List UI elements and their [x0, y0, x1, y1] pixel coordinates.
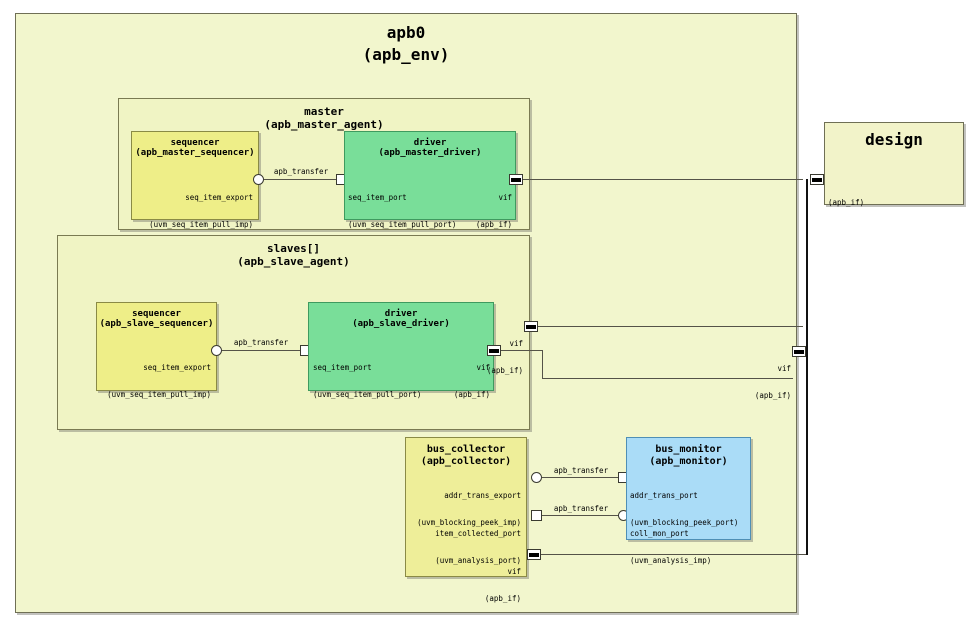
- slave-agent-subtitle: (apb_slave_agent): [237, 255, 350, 268]
- bus-monitor-box[interactable]: bus_monitor (apb_monitor): [626, 437, 751, 540]
- slave-seq-item-export-connector[interactable]: [211, 345, 222, 356]
- collector-item-collected-port-label: item_collected_port (uvm_analysis_port): [435, 529, 521, 565]
- collector-to-monitor-wire-top: [542, 477, 619, 478]
- bus-collector-title: bus_collector: [426, 444, 506, 455]
- slave-driver-vif-connector[interactable]: [487, 345, 501, 356]
- master-driver-vif-label: vif (apb_if): [475, 193, 512, 229]
- master-agent-title: master: [304, 105, 344, 118]
- monitor-addr-trans-port-label: addr_trans_port (uvm_blocking_peek_port): [630, 491, 739, 527]
- slave-driver-vif-wire-seg2: [542, 350, 543, 379]
- collector-to-monitor-wire-bottom: [542, 515, 619, 516]
- master-sequencer-subtitle: (apb_master_sequencer): [135, 148, 255, 158]
- master-driver-subtitle: (apb_master_driver): [378, 148, 482, 158]
- slave-sequencer-title: sequencer: [132, 309, 181, 319]
- master-apb-transfer-label: apb_transfer: [273, 167, 329, 176]
- slave-driver-box[interactable]: driver (apb_slave_driver): [308, 302, 494, 391]
- slave-driver-port-label: seq_item_port (uvm_seq_item_pull_port): [313, 363, 422, 399]
- collector-vif-connector[interactable]: [527, 549, 541, 560]
- master-agent-subtitle: (apb_master_agent): [264, 118, 384, 131]
- slave-driver-title: driver: [384, 309, 418, 319]
- slave-apb-transfer-label: apb_transfer: [233, 338, 289, 347]
- collector-addr-trans-export-connector[interactable]: [531, 472, 542, 483]
- design-box[interactable]: design: [824, 122, 964, 205]
- bus-monitor-subtitle: (apb_monitor): [649, 456, 728, 467]
- bus-monitor-title: bus_monitor: [655, 444, 722, 455]
- slave-agent-vif-lower-connector[interactable]: [792, 346, 806, 357]
- bus-collector-subtitle: (apb_collector): [420, 456, 512, 467]
- env-subtitle: (apb_env): [362, 45, 450, 64]
- collector-addr-trans-export-label: addr_trans_export (uvm_blocking_peek_imp…: [417, 491, 521, 527]
- master-sequencer-port-label: seq_item_export (uvm_seq_item_pull_imp): [149, 193, 253, 229]
- slave-driver-subtitle: (apb_slave_driver): [352, 319, 450, 329]
- master-driver-box[interactable]: driver (apb_master_driver): [344, 131, 516, 220]
- collector-item-collected-port-connector[interactable]: [531, 510, 542, 521]
- slave-agent-vif-upper-connector[interactable]: [524, 321, 538, 332]
- design-vif-connector[interactable]: [810, 174, 824, 185]
- design-bus-trunk: [806, 179, 808, 355]
- collector-monitor-transfer-label-top: apb_transfer: [553, 466, 609, 475]
- master-seq-to-drv-wire: [264, 179, 337, 180]
- design-vif-label: (apb_if): [828, 198, 865, 207]
- collector-vif-label: vif (apb_if): [484, 567, 521, 603]
- master-vif-wire: [523, 179, 803, 180]
- bus-collector-box[interactable]: bus_collector (apb_collector): [405, 437, 527, 577]
- slave-seq-to-drv-wire: [222, 350, 300, 351]
- env-title: apb0: [386, 23, 426, 42]
- design-bus-trunk-lower: [806, 351, 808, 555]
- slave-sequencer-box[interactable]: sequencer (apb_slave_sequencer): [96, 302, 217, 391]
- master-sequencer-box[interactable]: sequencer (apb_master_sequencer): [131, 131, 259, 220]
- slave-agent-vif-upper-wire: [538, 326, 803, 327]
- design-title: design: [865, 130, 923, 149]
- collector-vif-wire: [541, 554, 807, 555]
- slave-driver-vif-wire-seg1: [501, 350, 543, 351]
- slave-sequencer-port-label: seq_item_export (uvm_seq_item_pull_imp): [107, 363, 211, 399]
- master-driver-title: driver: [413, 138, 447, 148]
- monitor-coll-mon-port-label: coll_mon_port (uvm_analysis_imp): [630, 529, 712, 565]
- slave-agent-vif-lower-label: vif (apb_if): [754, 364, 791, 400]
- slave-driver-vif-label: vif (apb_if): [453, 363, 490, 399]
- master-driver-vif-connector[interactable]: [509, 174, 523, 185]
- slave-agent-title: slaves[]: [267, 242, 320, 255]
- master-driver-port-label: seq_item_port (uvm_seq_item_pull_port): [348, 193, 457, 229]
- slave-agent-vif-upper-label: vif (apb_if): [486, 339, 523, 375]
- slave-driver-vif-wire-seg3: [542, 378, 793, 379]
- collector-monitor-transfer-label-bottom: apb_transfer: [553, 504, 609, 513]
- master-sequencer-title: sequencer: [170, 138, 220, 148]
- slave-sequencer-subtitle: (apb_slave_sequencer): [99, 319, 214, 329]
- master-seq-item-export-connector[interactable]: [253, 174, 264, 185]
